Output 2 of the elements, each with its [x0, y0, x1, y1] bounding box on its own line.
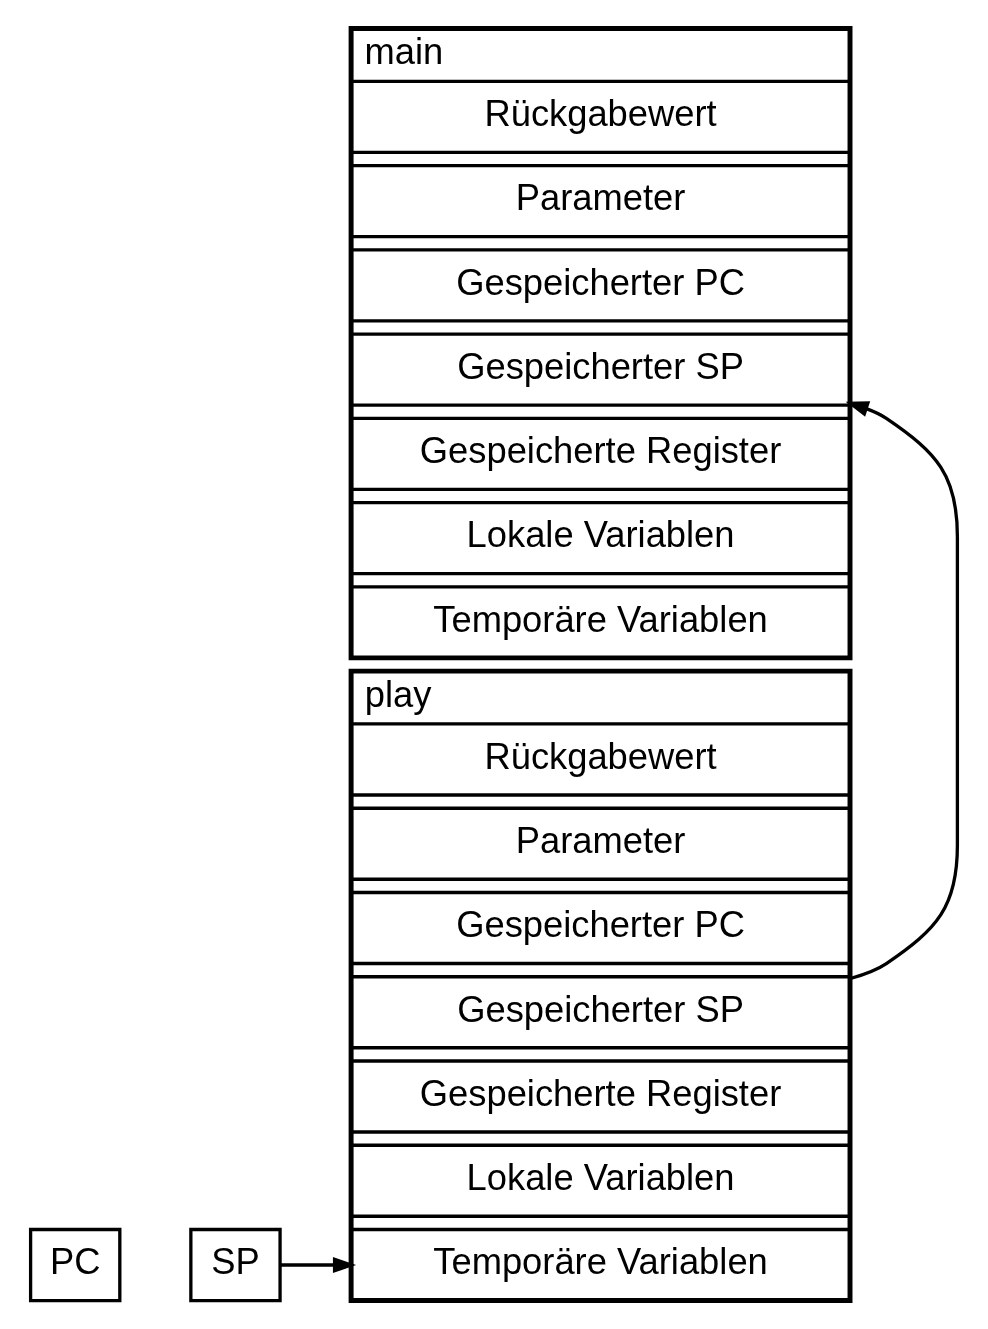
node-label: main	[364, 31, 444, 73]
node-label: play	[364, 673, 432, 715]
